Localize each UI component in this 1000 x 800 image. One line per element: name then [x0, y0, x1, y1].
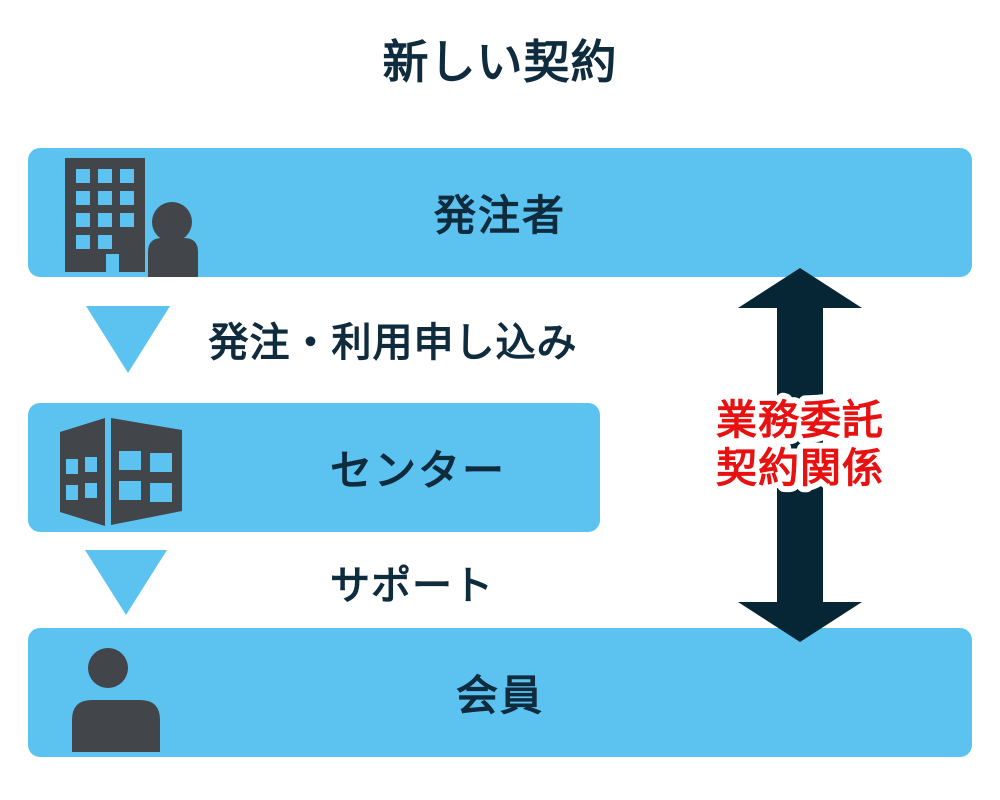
down-triangle-icon — [85, 550, 167, 615]
flow-order-label: 発注・利用申し込み — [208, 321, 578, 365]
relation-label-line1: 業務委託 — [716, 397, 884, 443]
down-triangle-icon — [86, 306, 170, 373]
office-building-icon — [60, 418, 182, 526]
diagram-title: 新しい契約 — [382, 36, 618, 88]
flow-support-label: サポート — [330, 564, 494, 608]
box-member-label: 会員 — [455, 672, 544, 719]
box-orderer-label: 発注者 — [433, 192, 566, 239]
box-center-label: センター — [329, 447, 506, 494]
box-member: 会員 — [28, 628, 972, 757]
building-person-icon — [65, 158, 198, 277]
box-center: センター — [28, 403, 600, 532]
relation-label: 業務委託 契約関係 — [710, 391, 889, 497]
box-orderer: 発注者 — [28, 148, 972, 277]
person-icon — [72, 648, 160, 752]
relation-label-line2: 契約関係 — [716, 445, 884, 491]
double-arrow-icon — [738, 268, 862, 642]
